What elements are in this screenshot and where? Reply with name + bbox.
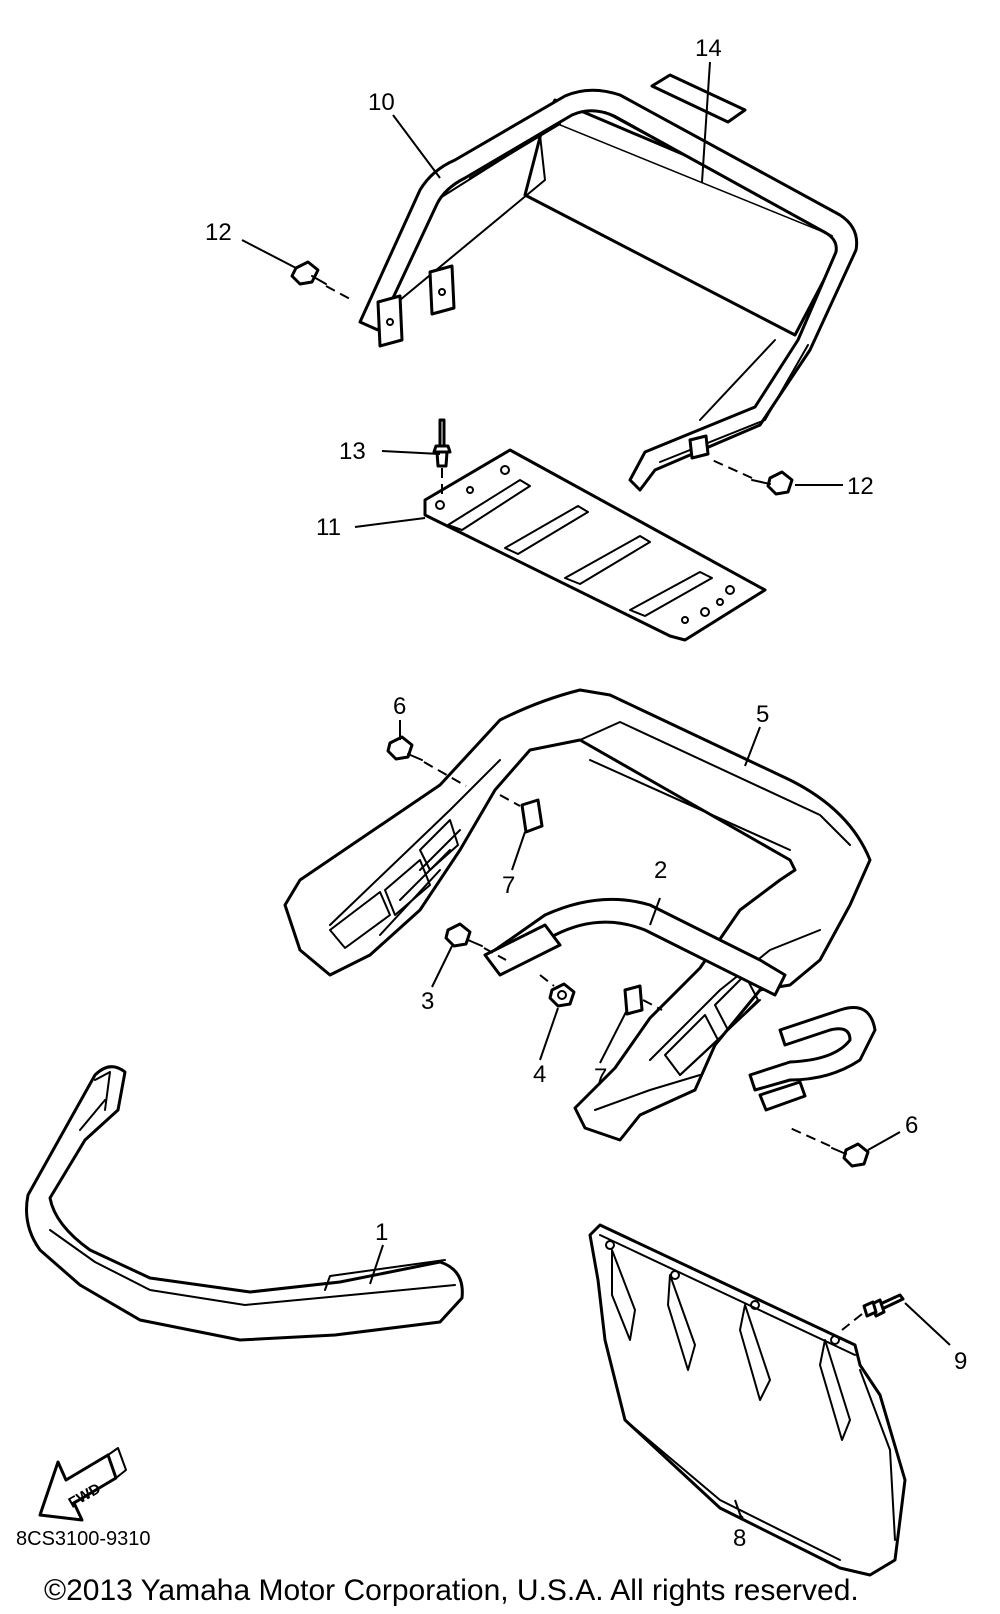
- callout-12-right: 12: [847, 473, 874, 500]
- callout-8: 8: [733, 1525, 746, 1552]
- copyright-notice: ©2013 Yamaha Motor Corporation, U.S.A. A…: [44, 1574, 859, 1607]
- callout-14: 14: [695, 35, 722, 62]
- callout-7-b: 7: [594, 1064, 607, 1091]
- part-12-bolt-right: [711, 459, 794, 496]
- callout-13: 13: [339, 438, 366, 465]
- part-7-clip-b: [623, 984, 663, 1016]
- part-6-bolt-top: [386, 735, 467, 787]
- callout-11: 11: [316, 514, 341, 541]
- part-10-rear-rack: [358, 88, 859, 492]
- callout-6-bottom: 6: [905, 1112, 918, 1139]
- callout-5: 5: [756, 701, 769, 728]
- part-8-mud-flap: [588, 1223, 907, 1577]
- callout-7-a: 7: [502, 872, 515, 899]
- part-3-bolt: [444, 922, 507, 961]
- part-14-decal: [650, 73, 747, 124]
- part-5-rear-frame: [283, 688, 872, 1142]
- part-1-front-bumper: [25, 1065, 464, 1342]
- diagram-code: 8CS3100-9310: [16, 1528, 151, 1550]
- part-12-bolt-left: [290, 260, 353, 301]
- callout-2: 2: [654, 857, 667, 884]
- callout-9: 9: [954, 1348, 967, 1375]
- callout-4: 4: [533, 1061, 546, 1088]
- part-2-brace: [483, 897, 877, 1112]
- part-9-rivet: [841, 1293, 905, 1331]
- leader-lines: [241, 61, 951, 1521]
- callout-10: 10: [368, 89, 395, 116]
- callout-1: 1: [375, 1219, 388, 1246]
- part-6-bolt-bottom: [789, 1127, 870, 1168]
- fwd-arrow-icon: FWD: [38, 1447, 127, 1522]
- part-13-rivet: [432, 418, 452, 496]
- part-7-clip-a: [499, 794, 544, 834]
- callout-3: 3: [421, 988, 434, 1015]
- callout-labels: 14 10 12 12 13 11 6 5 7 2 3 4 7 6 1 9 8: [205, 35, 967, 1552]
- callout-12-left: 12: [205, 219, 232, 246]
- part-4-nut: [539, 974, 576, 1008]
- callout-6-top: 6: [393, 693, 406, 720]
- part-11-skid-plate: [423, 448, 767, 642]
